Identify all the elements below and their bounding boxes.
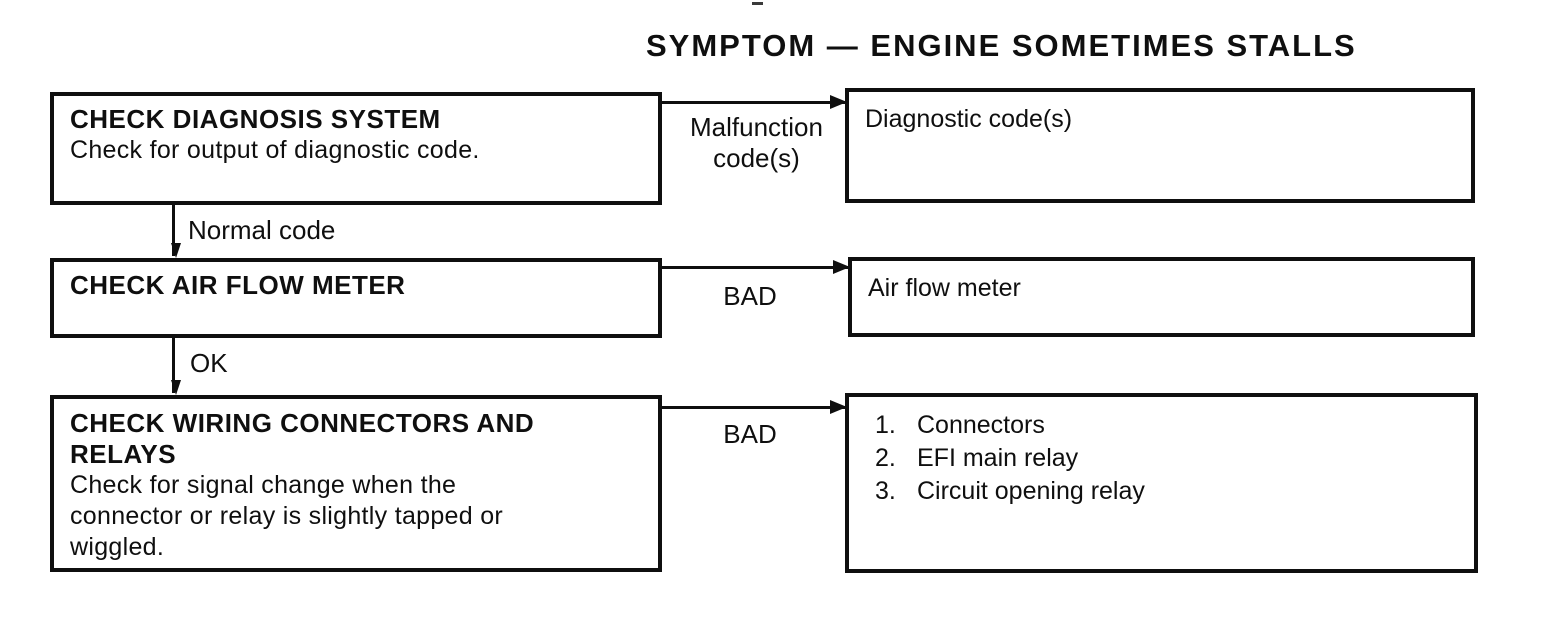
step-box-check-diagnosis-system: CHECK DIAGNOSIS SYSTEM Check for output …	[50, 92, 662, 205]
edge-label-ok: OK	[190, 348, 228, 378]
step-heading: CHECK AIR FLOW METER	[70, 270, 406, 300]
scan-artifact	[752, 2, 763, 5]
branch-label-malfunction-codes: Malfunction code(s)	[690, 112, 823, 173]
step-body: Check for signal change when the connect…	[70, 471, 504, 561]
list-item: 2. EFI main relay	[875, 442, 1458, 475]
list-item-number: 1.	[875, 411, 896, 439]
branch-label-bad-1: BAD	[723, 281, 777, 311]
arrowhead-right-icon	[830, 400, 847, 414]
list-item-label: Connectors	[917, 411, 1045, 439]
arrowhead-down-icon	[171, 243, 181, 258]
result-text: Air flow meter	[868, 274, 1021, 302]
arrow-normal-code	[171, 205, 181, 258]
result-box-diagnostic-codes: Diagnostic code(s)	[845, 88, 1475, 203]
result-box-air-flow-meter: Air flow meter	[848, 257, 1475, 337]
diagram-title: SYMPTOM — ENGINE SOMETIMES STALLS	[646, 28, 1357, 63]
list-item-number: 3.	[875, 477, 896, 505]
step-box-check-air-flow-meter: CHECK AIR FLOW METER	[50, 258, 662, 338]
arrow-bad-air-flow-meter	[662, 260, 850, 274]
arrowhead-down-icon	[171, 380, 181, 395]
result-text: Diagnostic code(s)	[865, 105, 1073, 133]
list-item: 3. Circuit opening relay	[875, 475, 1458, 508]
branch-label-bad-2: BAD	[723, 419, 777, 449]
list-item-number: 2.	[875, 444, 896, 472]
step-box-check-wiring-connectors-and-relays: CHECK WIRING CONNECTORS AND RELAYS Check…	[50, 395, 662, 572]
edge-label-normal-code: Normal code	[188, 215, 336, 245]
step-heading: CHECK DIAGNOSIS SYSTEM	[70, 104, 441, 134]
result-box-connectors-relays: 1. Connectors 2. EFI main relay 3. Circu…	[845, 393, 1478, 573]
list-item-label: Circuit opening relay	[917, 477, 1145, 505]
list-item-label: EFI main relay	[917, 444, 1079, 472]
arrow-malfunction-codes	[662, 95, 847, 109]
step-body: Check for output of diagnostic code.	[70, 136, 480, 164]
arrow-bad-connectors-relays	[662, 400, 847, 414]
arrowhead-right-icon	[830, 95, 847, 109]
step-heading: CHECK WIRING CONNECTORS AND RELAYS	[70, 408, 535, 469]
arrowhead-right-icon	[833, 260, 850, 274]
list-item: 1. Connectors	[875, 409, 1458, 442]
arrow-ok	[171, 338, 181, 395]
